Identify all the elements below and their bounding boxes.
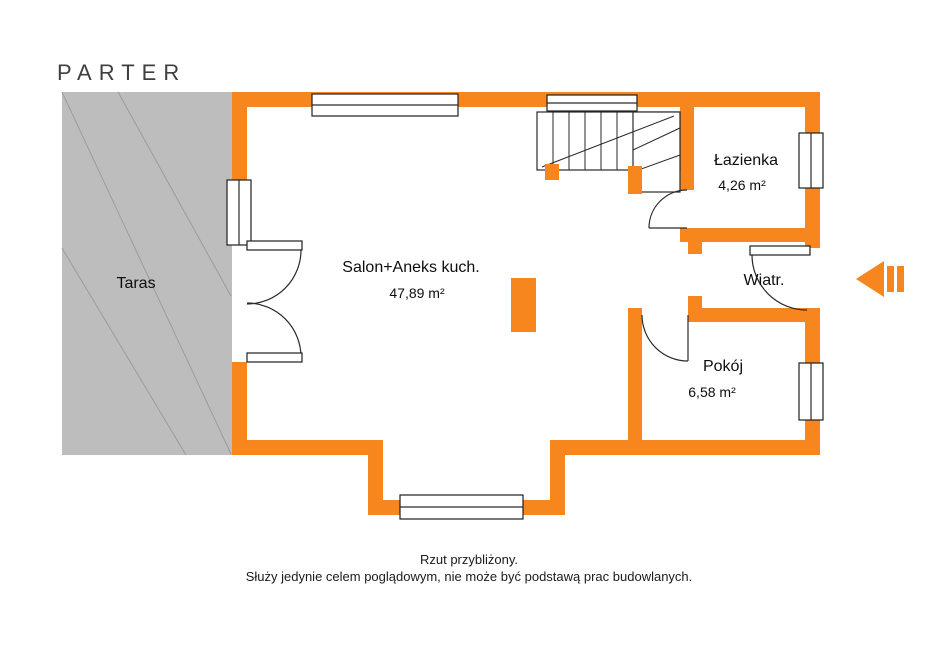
entrance-arrow-icon [856,261,904,297]
room-area-lazienka: 4,26 m² [718,177,766,193]
room-area-salon: 47,89 m² [389,285,445,301]
entrance-door [749,245,811,311]
room-door [641,314,689,362]
room-label-wiatr: Wiatr. [743,272,785,289]
stair-stub-left [545,164,559,180]
bay-wall-left [368,440,383,515]
room-label-pokoj: Pokój [702,358,744,375]
chimney-block [511,278,536,332]
window-bay-bottom [399,494,524,520]
window-bathroom [798,132,824,189]
window-top-main [311,93,459,117]
footer-note-line2: Służy jedynie celem poglądowym, nie może… [245,569,693,584]
terrace-french-door [246,240,303,363]
room-wall-left [628,308,642,455]
wall-left-bottom [232,362,247,455]
stairs [536,111,681,194]
room-label-taras: Taras [116,275,156,292]
vestibule-stub-bottom [688,296,702,308]
stair-stub-right [628,166,642,194]
bay-wall-right [550,440,565,515]
doors [246,189,811,363]
vestibule-stub-top [688,242,702,254]
wall-left-top [232,92,247,180]
windows [226,93,824,520]
room-area-pokoj: 6,58 m² [688,384,736,400]
bathroom-wall-left [680,107,694,190]
room-label-salon: Salon+Aneks kuch. [342,259,480,276]
wall-bottom-left [232,440,383,455]
window-top-stairs [546,94,638,112]
page-title: PARTER [57,60,187,85]
stair-direction-line [541,115,675,168]
terrace-area [61,91,232,456]
window-room [798,362,824,421]
wall-bottom-right [550,440,820,455]
inner-walls [511,107,820,455]
room-wall-top [688,308,820,322]
footer-note-line1: Rzut przybliżony. [419,552,518,567]
room-label-lazienka: Łazienka [713,152,779,169]
bathroom-wall-bottom [680,228,820,242]
bathroom-door [648,189,688,229]
window-left [226,179,252,246]
